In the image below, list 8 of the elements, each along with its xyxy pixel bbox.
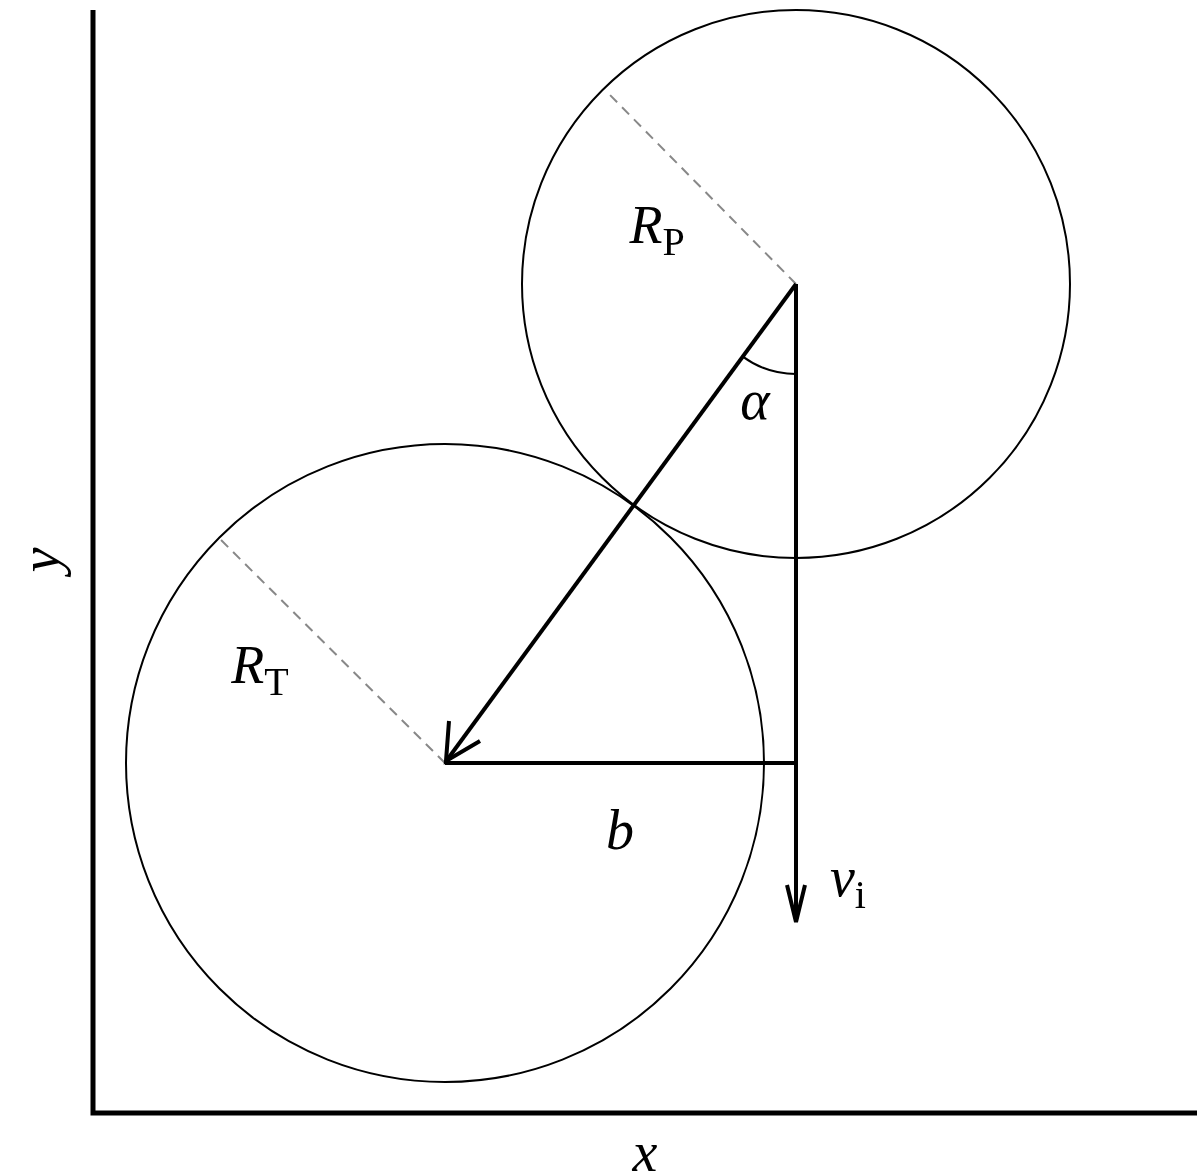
radius-label: R$_{P}$	[629, 198, 685, 262]
projectile-circle	[521, 9, 1071, 559]
axis-label: x	[632, 1124, 658, 1175]
target-circle	[125, 443, 765, 1083]
radius-label: R$_{T}$	[231, 638, 289, 702]
velocity-label: v$_{i}$	[830, 849, 866, 915]
angle-label: α	[740, 372, 770, 428]
impact-parameter-label: b	[606, 802, 634, 858]
